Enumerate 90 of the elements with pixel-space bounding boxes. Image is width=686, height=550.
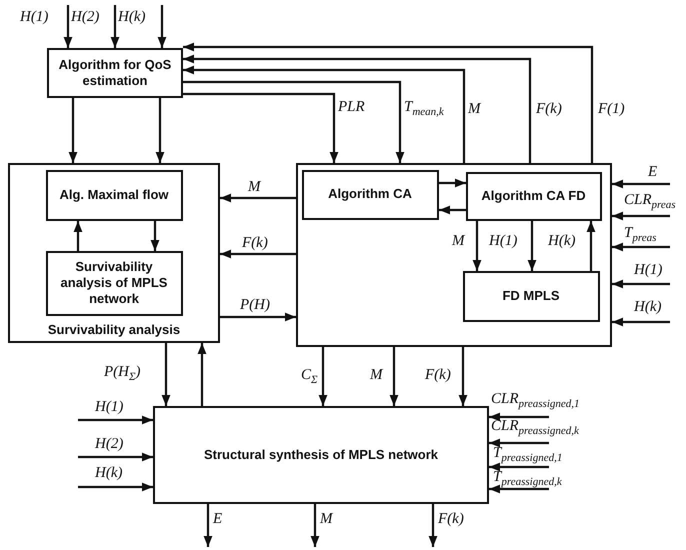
arrow [158, 5, 166, 48]
process-box [462, 270, 600, 322]
arrow [439, 206, 466, 214]
arrow [110, 5, 120, 48]
arrow [612, 212, 670, 220]
edge-label: PLR [338, 100, 365, 115]
arrow [68, 98, 78, 163]
arrow [183, 66, 466, 163]
edge-label: E [213, 512, 222, 527]
arrow [439, 178, 466, 188]
arrow [64, 5, 72, 48]
edge-label: M [468, 102, 480, 117]
arrow [220, 250, 296, 258]
edge-label: C$_{Σ}$ [301, 368, 318, 386]
edge-label: CLR$_{preassigned,k}$ [491, 419, 579, 437]
edge-label: T$_{preassigned,k}$ [493, 470, 562, 488]
arrow [489, 438, 549, 448]
process-box [46, 170, 182, 220]
arrow [74, 221, 82, 251]
arrow [318, 347, 328, 406]
arrow [390, 347, 398, 406]
box-title: Survivability analysis of MPLS network [60, 258, 168, 308]
box-title: Algorithm CA FD [480, 188, 587, 204]
edge-label: T$_{preas}$ [624, 226, 656, 244]
box-title: Survivability analysis [46, 322, 182, 338]
process-box [466, 172, 602, 220]
arrow [458, 347, 468, 406]
arrow [612, 180, 670, 188]
edge-label: F(k) [425, 368, 451, 383]
process-box [302, 170, 438, 220]
arrow [220, 312, 296, 322]
arrow [204, 504, 212, 547]
arrow [612, 318, 670, 326]
box-title: Algorithm CA [327, 186, 413, 203]
box-title: Algorithm for QoS estimation [58, 56, 172, 90]
edge-label: H(2) [95, 437, 124, 452]
edge-label: CLR$_{preassigned,1}$ [491, 392, 580, 410]
arrow [78, 416, 153, 424]
arrow [183, 92, 338, 163]
edge-label: H(1) [20, 10, 48, 25]
edge-label: F(k) [536, 102, 562, 117]
arrow [198, 343, 206, 406]
arrow [78, 452, 153, 462]
arrow [310, 504, 320, 547]
arrow [183, 42, 594, 163]
edge-label: M [320, 512, 332, 527]
box-title: Alg. Maximal flow [58, 186, 170, 204]
process-box [46, 250, 182, 316]
edge-label: H(1) [489, 234, 518, 249]
edge-label: H(k) [548, 234, 576, 249]
edge-label: H(2) [71, 10, 100, 25]
arrow [428, 504, 438, 547]
box-title: FD MPLS [501, 288, 561, 304]
arrow [156, 98, 164, 163]
edge-label: H(1) [634, 263, 662, 278]
arrow [183, 54, 532, 163]
edge-label: H(k) [118, 10, 146, 25]
edge-label: F(k) [438, 512, 464, 527]
edge-label: M [370, 368, 382, 383]
arrow [612, 242, 670, 252]
arrow [220, 194, 296, 202]
arrow [78, 482, 153, 492]
arrow [150, 221, 160, 251]
process-box [47, 48, 183, 98]
module-frame [296, 163, 612, 347]
edge-label: M [248, 180, 260, 195]
edge-label: T$_{preassigned,1}$ [493, 446, 562, 464]
edge-label: T$_{mean,k}$ [404, 100, 444, 118]
arrow [489, 412, 549, 422]
arrow [489, 484, 549, 494]
arrow [183, 80, 404, 163]
module-frame [8, 163, 220, 343]
edge-label: H(1) [95, 400, 124, 415]
edge-label: E [648, 165, 658, 180]
edge-label: H(k) [634, 300, 662, 315]
process-box [153, 406, 489, 504]
arrow [612, 280, 670, 288]
edge-label: M [452, 234, 464, 249]
arrow [528, 221, 536, 271]
edge-label: F(1) [598, 102, 625, 117]
edge-label: F(k) [242, 236, 268, 251]
edge-label: H(k) [95, 466, 122, 481]
edge-label: P(H$_{Σ}$) [104, 365, 141, 383]
arrow [489, 462, 549, 472]
arrow [162, 343, 170, 406]
edge-label: CLR$_{preas}$ [624, 193, 676, 211]
edge-label: P(H) [240, 298, 270, 313]
arrow [472, 221, 482, 271]
arrow [586, 221, 596, 271]
box-title: Structural synthesis of MPLS network [202, 446, 440, 464]
